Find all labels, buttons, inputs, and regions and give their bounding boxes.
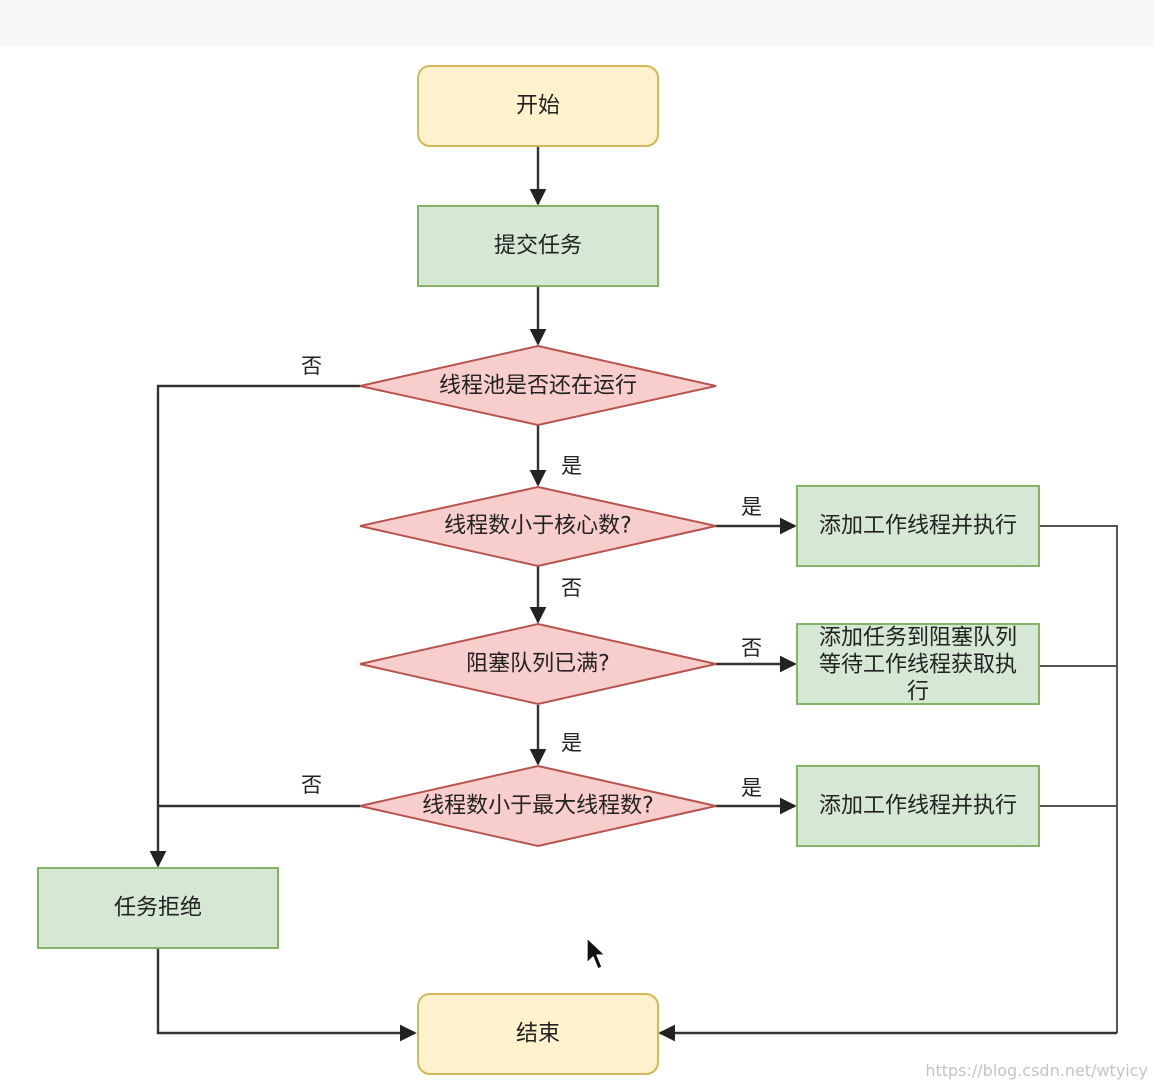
add-worker-2-label: 添加工作线程并执行 [819,794,1017,819]
edge-labels: 否 是 是 否 否 是 否 是 [301,354,762,800]
start-shape [417,65,659,147]
lt-max-shape [359,764,717,848]
top-band [0,0,1154,46]
node-lt-core: 线程数小于核心数? [359,485,717,568]
add-worker-2-shape [796,765,1040,847]
node-add-worker-2: 添加工作线程并执行 [796,765,1040,847]
reject-label: 任务拒绝 [114,896,202,921]
reject-shape [37,867,279,949]
node-submit: 提交任务 [417,205,659,287]
edges [149,147,1118,1042]
node-end: 结束 [417,993,659,1075]
submit-label: 提交任务 [494,234,582,259]
lt-core-shape [359,485,717,568]
lt-max-label: 线程数小于最大线程数? [422,794,654,819]
lt-core-label: 线程数小于核心数? [444,514,632,539]
label-queue-yes: 是 [561,731,582,755]
label-running-yes: 是 [561,454,582,478]
label-max-yes: 是 [741,776,762,800]
start-label: 开始 [516,94,560,119]
edge-running-reject [149,384,360,868]
label-core-yes: 是 [741,495,762,519]
node-lt-max: 线程数小于最大线程数? [359,764,717,848]
node-add-worker-1: 添加工作线程并执行 [796,485,1040,567]
add-worker-1-shape [796,485,1040,567]
node-reject: 任务拒绝 [37,867,279,949]
add-to-queue-label-1: 添加任务到阻塞队列 [819,626,1017,651]
node-pool-running: 线程池是否还在运行 [359,344,717,427]
pool-running-label: 线程池是否还在运行 [439,374,637,399]
add-worker-1-label: 添加工作线程并执行 [819,514,1017,539]
node-start: 开始 [417,65,659,147]
node-queue-full: 阻塞队列已满? [359,622,717,706]
edge-addworker1-end [1039,525,1118,1033]
watermark: https://blog.csdn.net/wtyicy [925,1061,1148,1080]
end-shape [417,993,659,1075]
mouse-cursor-icon [586,937,606,970]
add-to-queue-shape [796,623,1040,705]
add-to-queue-label-3: 行 [907,680,929,705]
submit-shape [417,205,659,287]
edge-reject-end [156,948,417,1042]
node-add-to-queue: 添加任务到阻塞队列 等待工作线程获取执 行 [796,623,1040,705]
pool-running-shape [359,344,717,427]
end-label: 结束 [516,1022,560,1047]
label-max-no: 否 [301,773,322,797]
label-queue-no: 否 [741,636,762,660]
add-to-queue-label-2: 等待工作线程获取执 [819,653,1017,678]
label-running-no: 否 [301,354,322,378]
queue-full-label: 阻塞队列已满? [466,652,610,677]
queue-full-shape [359,622,717,706]
label-core-no: 否 [561,576,582,600]
